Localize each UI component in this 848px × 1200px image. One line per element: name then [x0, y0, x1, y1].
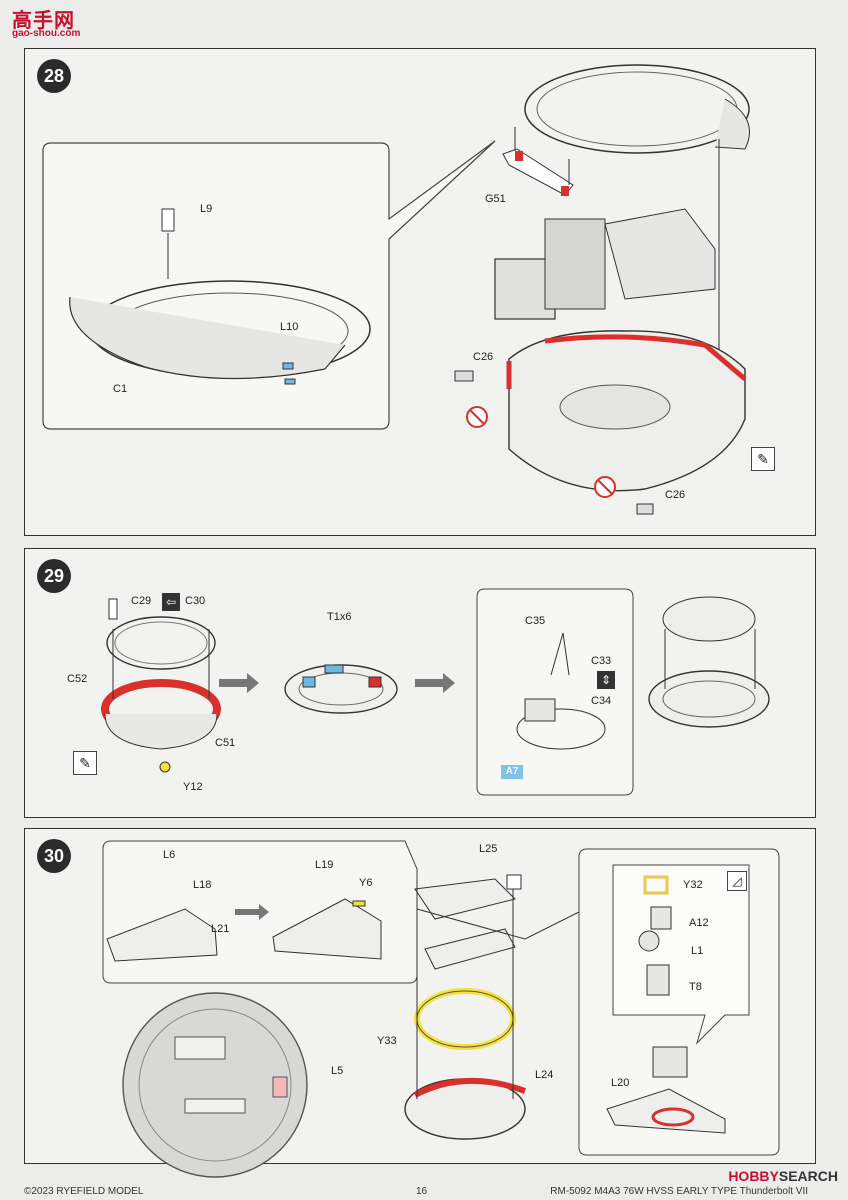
step-28-panel: 28 [24, 48, 816, 536]
label-l25: L25 [479, 843, 498, 855]
swap-arrow-icon: ⇦ [162, 593, 180, 611]
watermark-url: gao-shou.com [12, 28, 81, 39]
footer-page-number: 16 [416, 1186, 428, 1197]
label-c29: C29 [131, 595, 152, 607]
step-30-panel: 30 ◿ L6 L18 L21 L19 [24, 828, 816, 1178]
label-l6: L6 [163, 849, 176, 861]
watermark-brand-1: HOBBY [728, 1168, 779, 1184]
step-number-30: 30 [37, 839, 71, 873]
label-l20: L20 [611, 1077, 630, 1089]
watermark-brand-2: SEARCH [778, 1168, 838, 1184]
footer-copyright: ©2023 RYEFIELD MODEL [24, 1186, 144, 1197]
step-29-panel: 29 ⇦ ⇕ A7 ✎ C29 C30 C52 [24, 548, 816, 818]
label-c26-a: C26 [473, 351, 494, 363]
label-g51: G51 [485, 193, 506, 205]
step-29-drawing [101, 588, 770, 796]
label-t8: T8 [689, 981, 702, 993]
label-c30: C30 [185, 595, 206, 607]
label-l1: L1 [691, 945, 704, 957]
label-c1: C1 [113, 383, 128, 395]
vertical-arrow-icon: ⇕ [597, 671, 615, 689]
paint-icon: ✎ [73, 751, 97, 775]
label-t1x6: T1x6 [327, 611, 352, 623]
paint-check-icon: ◿ [727, 871, 747, 891]
label-l5: L5 [331, 1065, 344, 1077]
page-footer: ©2023 RYEFIELD MODEL 16 RM-5092 M4A3 76W… [0, 1186, 848, 1200]
label-y12: Y12 [183, 781, 203, 793]
step-28-drawing [42, 64, 750, 515]
label-l10: L10 [280, 321, 299, 333]
label-l24: L24 [535, 1069, 554, 1081]
label-c35: C35 [525, 615, 546, 627]
label-c34: C34 [591, 695, 612, 707]
label-l21: L21 [211, 923, 230, 935]
part-badge-a7: A7 [501, 765, 523, 779]
step-number-28: 28 [37, 59, 71, 93]
label-y32: Y32 [683, 879, 703, 891]
label-c51: C51 [215, 737, 236, 749]
label-l18: L18 [193, 879, 212, 891]
label-l9: L9 [200, 203, 213, 215]
paint-icon: ✎ [751, 447, 775, 471]
label-l19: L19 [315, 859, 334, 871]
hobbysearch-watermark: HOBBYSEARCH [728, 1168, 838, 1184]
label-y6: Y6 [359, 877, 373, 889]
label-y33: Y33 [377, 1035, 397, 1047]
step-number-29: 29 [37, 559, 71, 593]
label-c52: C52 [67, 673, 88, 685]
label-a12: A12 [689, 917, 709, 929]
watermark-logo: 高手网 gao-shou.com [6, 4, 86, 42]
footer-product-name: RM-5092 M4A3 76W HVSS EARLY TYPE Thunder… [550, 1186, 808, 1197]
step-30-drawing [102, 840, 780, 1178]
label-c33: C33 [591, 655, 612, 667]
label-c26-b: C26 [665, 489, 686, 501]
watermark-logo-text: 高手网 [12, 8, 75, 32]
